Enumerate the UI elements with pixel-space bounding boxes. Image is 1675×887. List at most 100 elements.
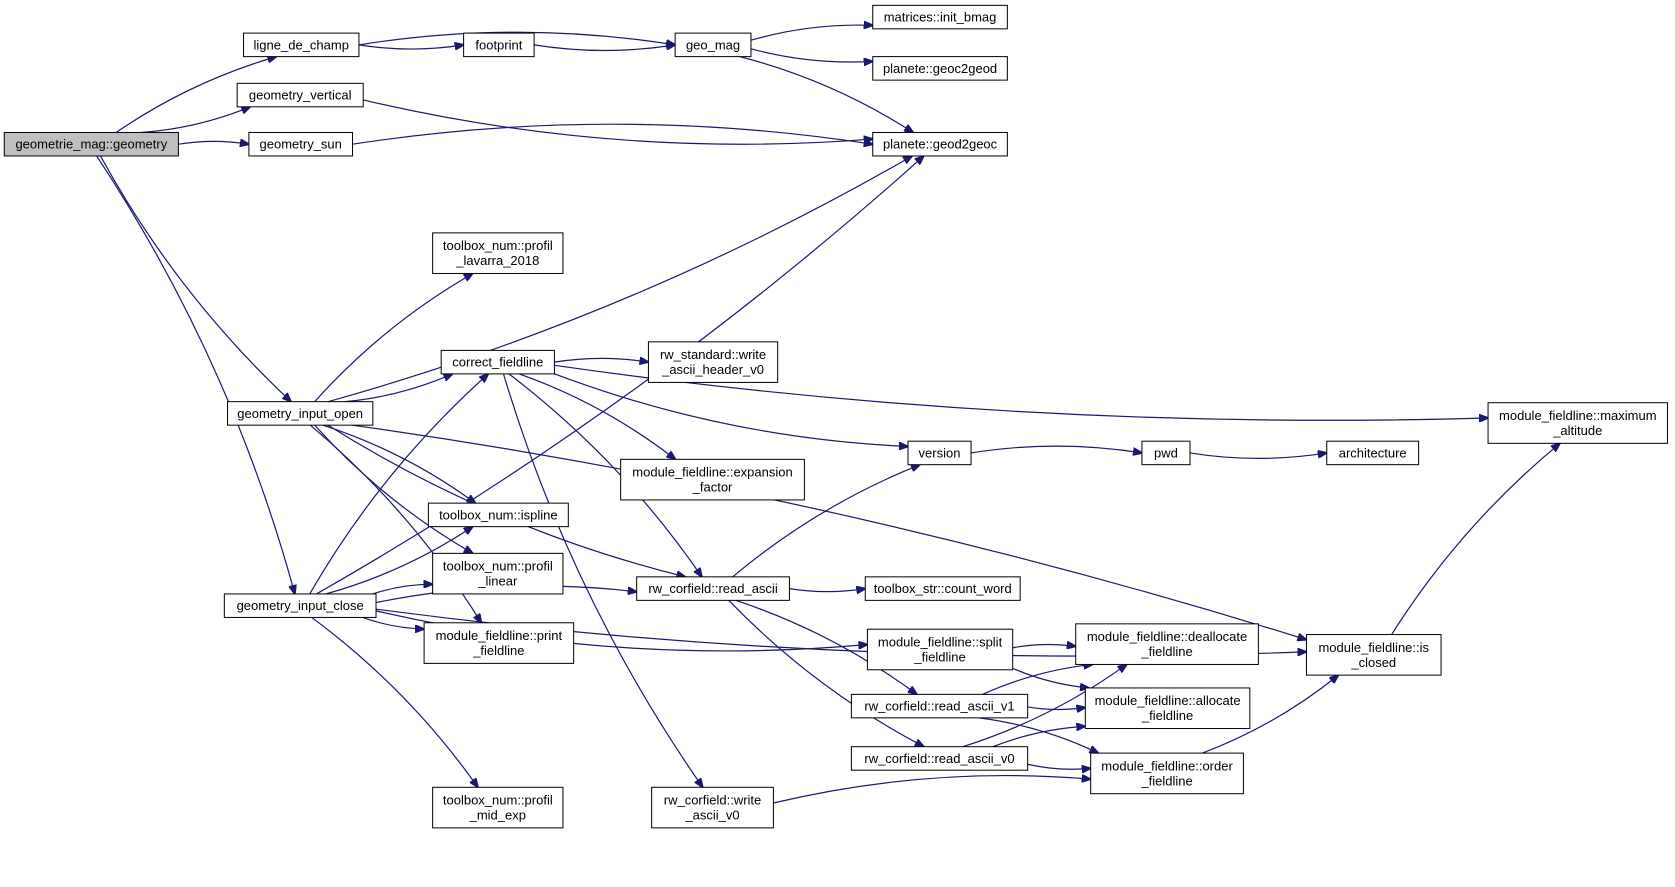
node-box [243, 32, 360, 58]
node-architecture[interactable]: architecture [1326, 440, 1420, 466]
edge-read-ascii-v1-to-order-fieldline [979, 717, 1098, 753]
node-label: pwd [1154, 445, 1178, 460]
node-label: module_fieldline::print [436, 628, 563, 643]
node-expansion-factor[interactable]: module_fieldline::expansion_factor [620, 458, 805, 501]
node-allocate-fieldline[interactable]: module_fieldline::allocate_fieldline [1084, 687, 1251, 730]
node-geometry-input-open[interactable]: geometry_input_open [227, 401, 374, 426]
node-count-word[interactable]: toolbox_str::count_word [864, 576, 1021, 601]
node-label: _fieldline [1140, 644, 1192, 659]
edge-correct-fieldline-to-expansion-factor [519, 373, 675, 459]
node-box [864, 576, 1021, 601]
node-label: module_fieldline::split [878, 634, 1003, 649]
edge-ligne-de-champ-to-geo-mag [358, 31, 675, 45]
node-label: _lavarra_2018 [455, 253, 539, 268]
node-box [1305, 634, 1442, 676]
node-box [440, 349, 555, 375]
node-label: rw_corfield::write [664, 793, 762, 808]
node-label: matrices::init_bmag [884, 10, 997, 25]
node-geometry-input-close[interactable]: geometry_input_close [223, 593, 377, 618]
edge-ligne-de-champ-to-footprint [358, 45, 464, 49]
node-label: rw_corfield::read_ascii_v1 [864, 699, 1014, 714]
node-label: geometrie_mag::geometry [15, 137, 167, 152]
node-ligne-de-champ[interactable]: ligne_de_champ [243, 32, 360, 58]
edge-split-fieldline-to-deallocate-fieldline [1012, 644, 1076, 647]
node-geometry[interactable]: geometrie_mag::geometry [3, 131, 179, 157]
node-label: _fieldline [1141, 708, 1193, 723]
edge-geometry-input-open-to-correct-fieldline [345, 374, 452, 403]
edge-geometry-input-open-to-profil-linear [314, 424, 473, 553]
node-geometry-vertical[interactable]: geometry_vertical [236, 82, 364, 108]
node-read-ascii[interactable]: rw_corfield::read_ascii [636, 576, 790, 601]
edge-geometry-input-open-to-print-fieldline [309, 424, 481, 623]
node-label: planete::geoc2geod [883, 61, 997, 76]
node-box [1090, 752, 1244, 795]
node-label: toolbox_num::profil [443, 238, 553, 253]
node-geoc2geod[interactable]: planete::geoc2geod [872, 56, 1008, 81]
node-label: module_fieldline::is [1318, 640, 1429, 655]
node-box [1075, 623, 1259, 665]
node-label: _closed [1350, 655, 1396, 670]
node-read-ascii-v1[interactable]: rw_corfield::read_ascii_v1 [850, 693, 1029, 719]
node-profil-mid-exp[interactable]: toolbox_num::profil_mid_exp [432, 786, 564, 829]
node-ispline[interactable]: toolbox_num::ispline [427, 502, 569, 528]
node-box [850, 746, 1029, 771]
node-correct-fieldline[interactable]: correct_fieldline [440, 349, 555, 375]
edge-geometry-input-close-to-print-fieldline [362, 616, 424, 629]
node-label: module_fieldline::expansion [632, 465, 792, 480]
edge-read-ascii-v0-to-allocate-fieldline [992, 726, 1085, 748]
node-box [872, 4, 1008, 30]
node-box [432, 786, 564, 829]
node-write-ascii-header[interactable]: rw_standard::write_ascii_header_v0 [647, 341, 779, 383]
node-maximum-altitude[interactable]: module_fieldline::maximum_altitude [1487, 402, 1669, 444]
node-box [866, 628, 1014, 671]
node-label: _ascii_v0 [684, 808, 739, 823]
node-box [3, 131, 179, 157]
node-geo-mag[interactable]: geo_mag [674, 32, 752, 58]
node-label: rw_corfield::read_ascii_v0 [864, 751, 1014, 766]
node-pwd[interactable]: pwd [1141, 440, 1191, 466]
node-label: _altitude [1552, 423, 1602, 438]
node-box [432, 232, 564, 274]
node-footprint[interactable]: footprint [463, 32, 535, 58]
edge-geometry-input-close-to-profil-linear [372, 584, 433, 595]
node-box [907, 440, 972, 466]
edge-geometry-input-close-to-correct-fieldline [309, 374, 489, 595]
node-init-bmag[interactable]: matrices::init_bmag [872, 4, 1008, 30]
node-read-ascii-v0[interactable]: rw_corfield::read_ascii_v0 [850, 746, 1029, 771]
node-geod2geoc[interactable]: planete::geod2geoc [872, 131, 1008, 157]
node-box [636, 576, 790, 601]
edge-read-ascii-v0-to-order-fieldline [1027, 763, 1091, 769]
edge-geometry-input-open-to-is-closed [352, 424, 1306, 640]
edge-correct-fieldline-to-read-ascii [508, 373, 702, 577]
node-write-ascii-v0[interactable]: rw_corfield::write_ascii_v0 [651, 786, 774, 829]
edge-read-ascii-to-count-word [789, 589, 865, 592]
edge-geometry-input-close-to-profil-mid-exp [311, 616, 478, 787]
node-deallocate-fieldline[interactable]: module_fieldline::deallocate_fieldline [1075, 623, 1259, 665]
node-label: module_fieldline::order [1101, 758, 1233, 773]
edge-geometry-to-geometry-sun [178, 141, 249, 144]
node-geometry-sun[interactable]: geometry_sun [248, 131, 354, 157]
edge-geometry-input-close-to-ispline [325, 527, 473, 595]
node-print-fieldline[interactable]: module_fieldline::print_fieldline [423, 622, 575, 664]
node-label: module_fieldline::maximum [1499, 408, 1657, 423]
node-is-closed[interactable]: module_fieldline::is_closed [1305, 634, 1442, 676]
node-box [872, 131, 1008, 157]
node-label: ligne_de_champ [254, 37, 349, 52]
edge-order-fieldline-to-is-closed [1202, 675, 1338, 754]
node-label: footprint [475, 37, 522, 52]
node-split-fieldline[interactable]: module_fieldline::split_fieldline [866, 628, 1014, 671]
edge-split-fieldline-to-allocate-fieldline [1012, 667, 1089, 688]
node-profil-linear[interactable]: toolbox_num::profil_linear [432, 552, 564, 595]
node-box [248, 131, 354, 157]
node-box [236, 82, 364, 108]
edge-geometry-input-open-to-ispline [322, 424, 475, 503]
node-label: rw_standard::write [660, 347, 766, 362]
node-version[interactable]: version [907, 440, 972, 466]
node-profil-lavarra[interactable]: toolbox_num::profil_lavarra_2018 [432, 232, 564, 274]
edge-geo-mag-to-geoc2geod [750, 48, 873, 62]
node-order-fieldline[interactable]: module_fieldline::order_fieldline [1090, 752, 1244, 795]
node-box [872, 56, 1008, 81]
node-label: rw_corfield::read_ascii [648, 581, 777, 596]
node-label: geometry_sun [260, 137, 342, 152]
function-nodes: geometrie_mag::geometryligne_de_champgeo… [3, 4, 1669, 829]
